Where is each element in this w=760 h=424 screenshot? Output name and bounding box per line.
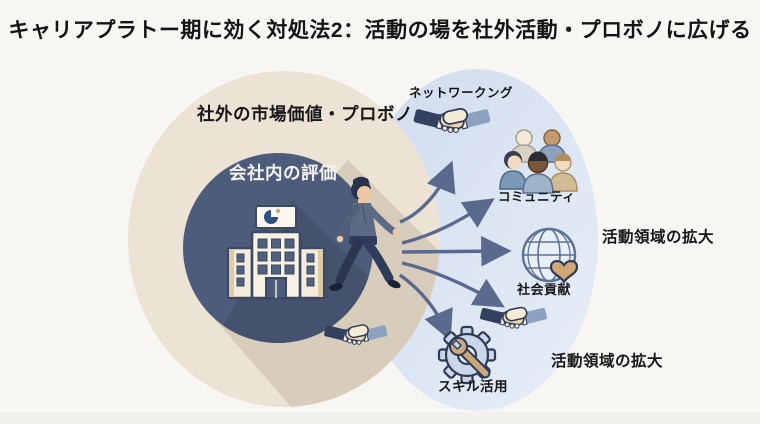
company-building-icon [226, 205, 326, 300]
arrow-handshake [401, 261, 505, 308]
annotation-expansion-1: 活動領域の拡大 [602, 229, 715, 246]
expansion-arrows [399, 160, 512, 342]
arrow-community [401, 198, 495, 245]
walking-person [329, 176, 401, 291]
globe-heart-icon [521, 227, 579, 285]
arrow-skills [399, 273, 453, 342]
target-label-networking: ネットワークング [409, 86, 514, 100]
arrow-social [401, 235, 512, 267]
annotation-expansion-2: 活動領域の拡大 [551, 353, 664, 370]
background-bottom-strip [0, 412, 760, 424]
target-label-community: コミュニティ [498, 190, 576, 204]
outer-circle-label: 社外の市場価値・プロボノ [197, 104, 413, 124]
target-label-social: 社会貢献 [517, 282, 572, 297]
arrow-networking [399, 160, 456, 224]
slide-title: キャリアプラトー期に効く対処法2：活動の場を社外活動・プロボノに広げる [8, 19, 752, 42]
inner-circle-label: 会社内の評価 [229, 163, 337, 183]
gear-wrench-icon [437, 325, 497, 385]
target-label-skills: スキル活用 [438, 379, 508, 394]
community-people-icon [499, 129, 578, 194]
